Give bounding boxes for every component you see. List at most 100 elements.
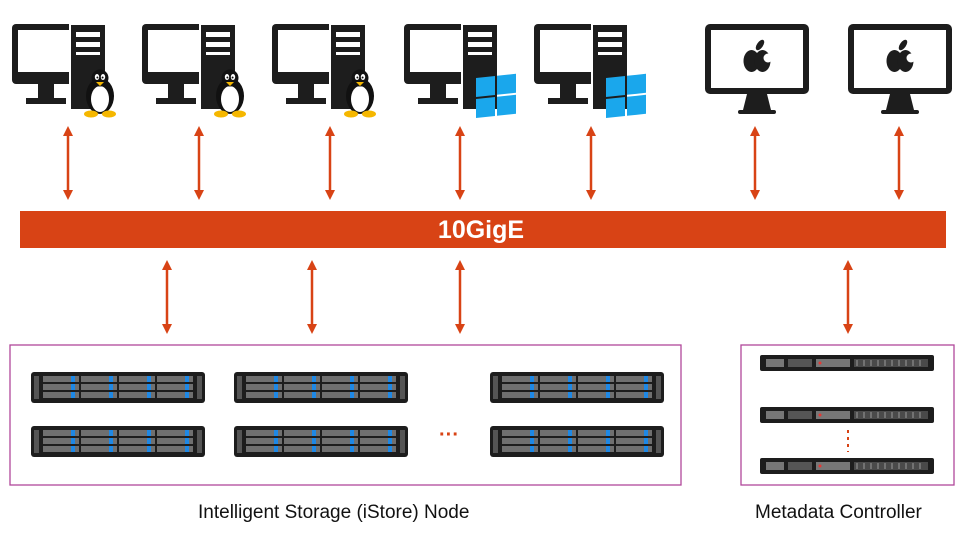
drive-slot: [157, 376, 193, 382]
drive-led: [147, 446, 151, 452]
bay: [816, 359, 850, 367]
bay: [788, 359, 812, 367]
tux-penguin-icon: [214, 69, 246, 118]
bay: [788, 462, 812, 470]
drive-bay: [76, 52, 100, 55]
metadata-controller-caption: Metadata Controller: [755, 502, 922, 523]
drive-led: [568, 392, 572, 398]
drive-slot: [616, 384, 652, 390]
vent-panel: [854, 359, 928, 367]
drive-slot: [616, 446, 652, 452]
drive-slot: [81, 392, 117, 398]
imac-foot: [738, 110, 776, 114]
drive-led: [147, 392, 151, 398]
drive-slot: [119, 392, 155, 398]
drive-slot: [502, 392, 538, 398]
monitor-neck: [560, 84, 576, 98]
drive-bay: [598, 42, 622, 47]
drive-led: [71, 438, 75, 444]
rack-ear: [34, 376, 39, 399]
drive-led: [350, 438, 354, 444]
vent-panel: [854, 411, 928, 419]
storage-node-unit: [234, 426, 408, 457]
metadata-server-unit: [760, 458, 934, 474]
drive-slot: [578, 384, 614, 390]
drive-slot: [322, 392, 358, 398]
rack-ear: [237, 376, 242, 399]
apple-logo-icon: [743, 39, 773, 72]
rack-ear: [197, 430, 202, 453]
drive-bay: [598, 32, 622, 37]
rack-ear: [400, 430, 405, 453]
imac-foot: [881, 110, 919, 114]
drive-bay: [336, 52, 360, 55]
drive-led: [109, 430, 113, 436]
client-linux-1: [12, 23, 116, 118]
drive-slot: [360, 430, 396, 436]
drive-led: [312, 376, 316, 382]
tux-penguin-icon: [84, 69, 116, 118]
client-linux-2: [142, 23, 246, 118]
drive-slot: [157, 446, 193, 452]
drive-led: [568, 430, 572, 436]
drive-slot: [578, 438, 614, 444]
drive-slot: [578, 376, 614, 382]
drive-led: [147, 438, 151, 444]
drive-led: [312, 446, 316, 452]
drive-slot: [246, 392, 282, 398]
drive-slot: [578, 446, 614, 452]
drive-led: [388, 430, 392, 436]
rack-ear: [493, 376, 498, 399]
drive-slot: [502, 430, 538, 436]
bay: [816, 462, 850, 470]
drive-slot: [157, 384, 193, 390]
client-workstations: [12, 23, 952, 118]
drive-bay: [76, 42, 100, 47]
drive-slot: [502, 384, 538, 390]
drive-slot: [616, 438, 652, 444]
storage-node-unit: [31, 426, 205, 457]
rack-ear: [34, 430, 39, 453]
drive-slot: [322, 384, 358, 390]
drive-slot: [616, 376, 652, 382]
storage-node-unit: [234, 372, 408, 403]
metadata-server-unit: [760, 355, 934, 371]
rack-ear: [656, 430, 661, 453]
drive-slot: [616, 392, 652, 398]
storage-node-unit: [490, 426, 664, 457]
drive-led: [606, 430, 610, 436]
rack-ear: [197, 376, 202, 399]
drive-led: [530, 446, 534, 452]
drive-slot: [157, 392, 193, 398]
drive-slot: [246, 376, 282, 382]
drive-slot: [502, 446, 538, 452]
network-bus-bar: [20, 211, 946, 248]
client-windows-5: [534, 23, 646, 118]
drive-slot: [43, 430, 79, 436]
tux-penguin-icon: [344, 69, 376, 118]
bay: [766, 462, 784, 470]
drive-led: [274, 392, 278, 398]
network-bus: 10GigE: [20, 211, 946, 248]
imac-stand: [886, 94, 914, 110]
drive-slot: [81, 446, 117, 452]
metadata-controller-group: [740, 344, 955, 486]
drive-slot: [578, 430, 614, 436]
drive-slot: [360, 446, 396, 452]
drive-slot: [540, 430, 576, 436]
drive-led: [71, 376, 75, 382]
drive-led: [71, 446, 75, 452]
drive-led: [274, 430, 278, 436]
monitor-screen: [410, 30, 466, 72]
drive-led: [185, 384, 189, 390]
monitor-base: [26, 98, 66, 104]
drive-led: [530, 438, 534, 444]
drive-slot: [81, 376, 117, 382]
drive-led: [350, 446, 354, 452]
drive-slot: [502, 376, 538, 382]
drive-slot: [284, 446, 320, 452]
rack-ear: [237, 430, 242, 453]
drive-led: [350, 430, 354, 436]
status-led: [818, 413, 822, 417]
